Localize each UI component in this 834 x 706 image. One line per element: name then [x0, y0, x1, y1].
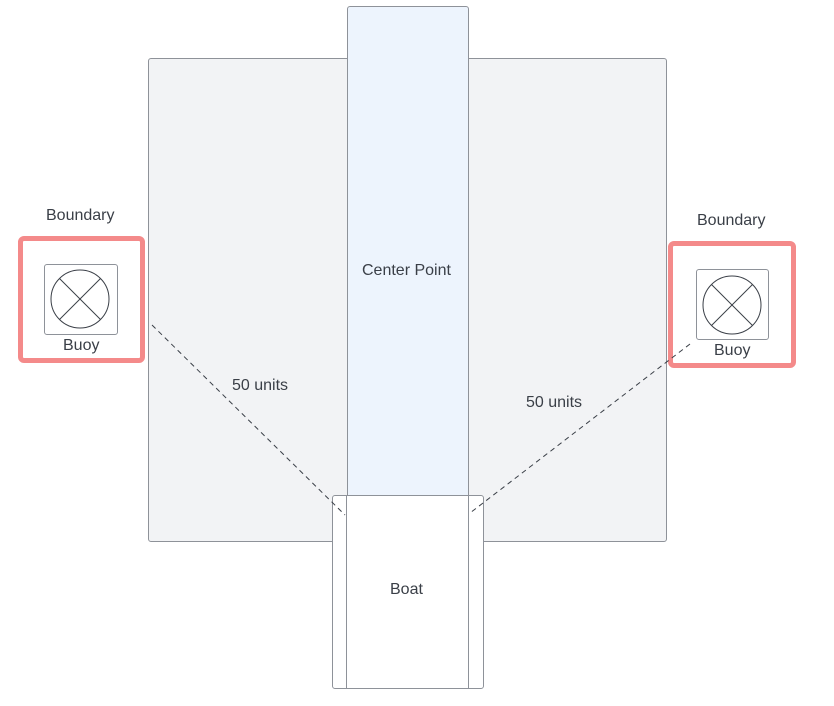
left-buoy-label: Buoy: [63, 337, 100, 354]
right-distance-line: [469, 343, 691, 514]
circle-x-icon: [50, 269, 110, 329]
right-boundary-label: Boundary: [697, 212, 766, 229]
center-point-shape[interactable]: [347, 6, 469, 532]
boat-inner-lines: [346, 495, 469, 689]
boat-shape[interactable]: [332, 495, 484, 689]
circle-x-icon: [702, 275, 762, 335]
boat-label: Boat: [390, 581, 423, 598]
left-boundary-label: Boundary: [46, 207, 115, 224]
left-distance-label: 50 units: [232, 377, 289, 394]
center-point-label: Center Point: [362, 262, 451, 279]
right-distance-label: 50 units: [526, 394, 583, 411]
left-distance-line: [151, 324, 346, 516]
right-buoy-label: Buoy: [714, 342, 751, 359]
